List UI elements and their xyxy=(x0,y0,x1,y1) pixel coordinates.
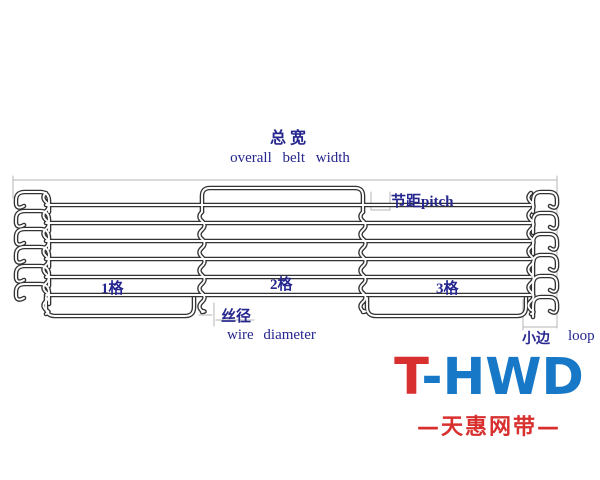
logo-text-blue: -HWD xyxy=(421,348,584,407)
belt-width-label-en: overall belt width xyxy=(230,150,350,166)
logo-text: T-HWD xyxy=(391,352,587,403)
wire-diameter-label-en: wire diameter xyxy=(227,327,316,343)
wire-diameter-label-zh: 丝径 xyxy=(221,309,252,325)
belt-width-label-zh: 总宽 xyxy=(269,130,310,147)
loop-label-zh: 小边 xyxy=(522,332,550,347)
section-2-label: 2格 xyxy=(270,277,293,293)
loop-label-en: loop xyxy=(568,328,595,344)
section-1-label: 1格 xyxy=(101,281,124,297)
section-3-label: 3格 xyxy=(436,281,459,297)
logo-text-red: T xyxy=(394,348,422,407)
belt-width-title: 总宽 overall belt width xyxy=(190,124,390,167)
logo-tagline: —天惠网带— xyxy=(416,415,561,440)
brand-logo: T-HWD —天惠网带— xyxy=(391,352,587,441)
pitch-label: 节距pitch xyxy=(391,194,454,210)
